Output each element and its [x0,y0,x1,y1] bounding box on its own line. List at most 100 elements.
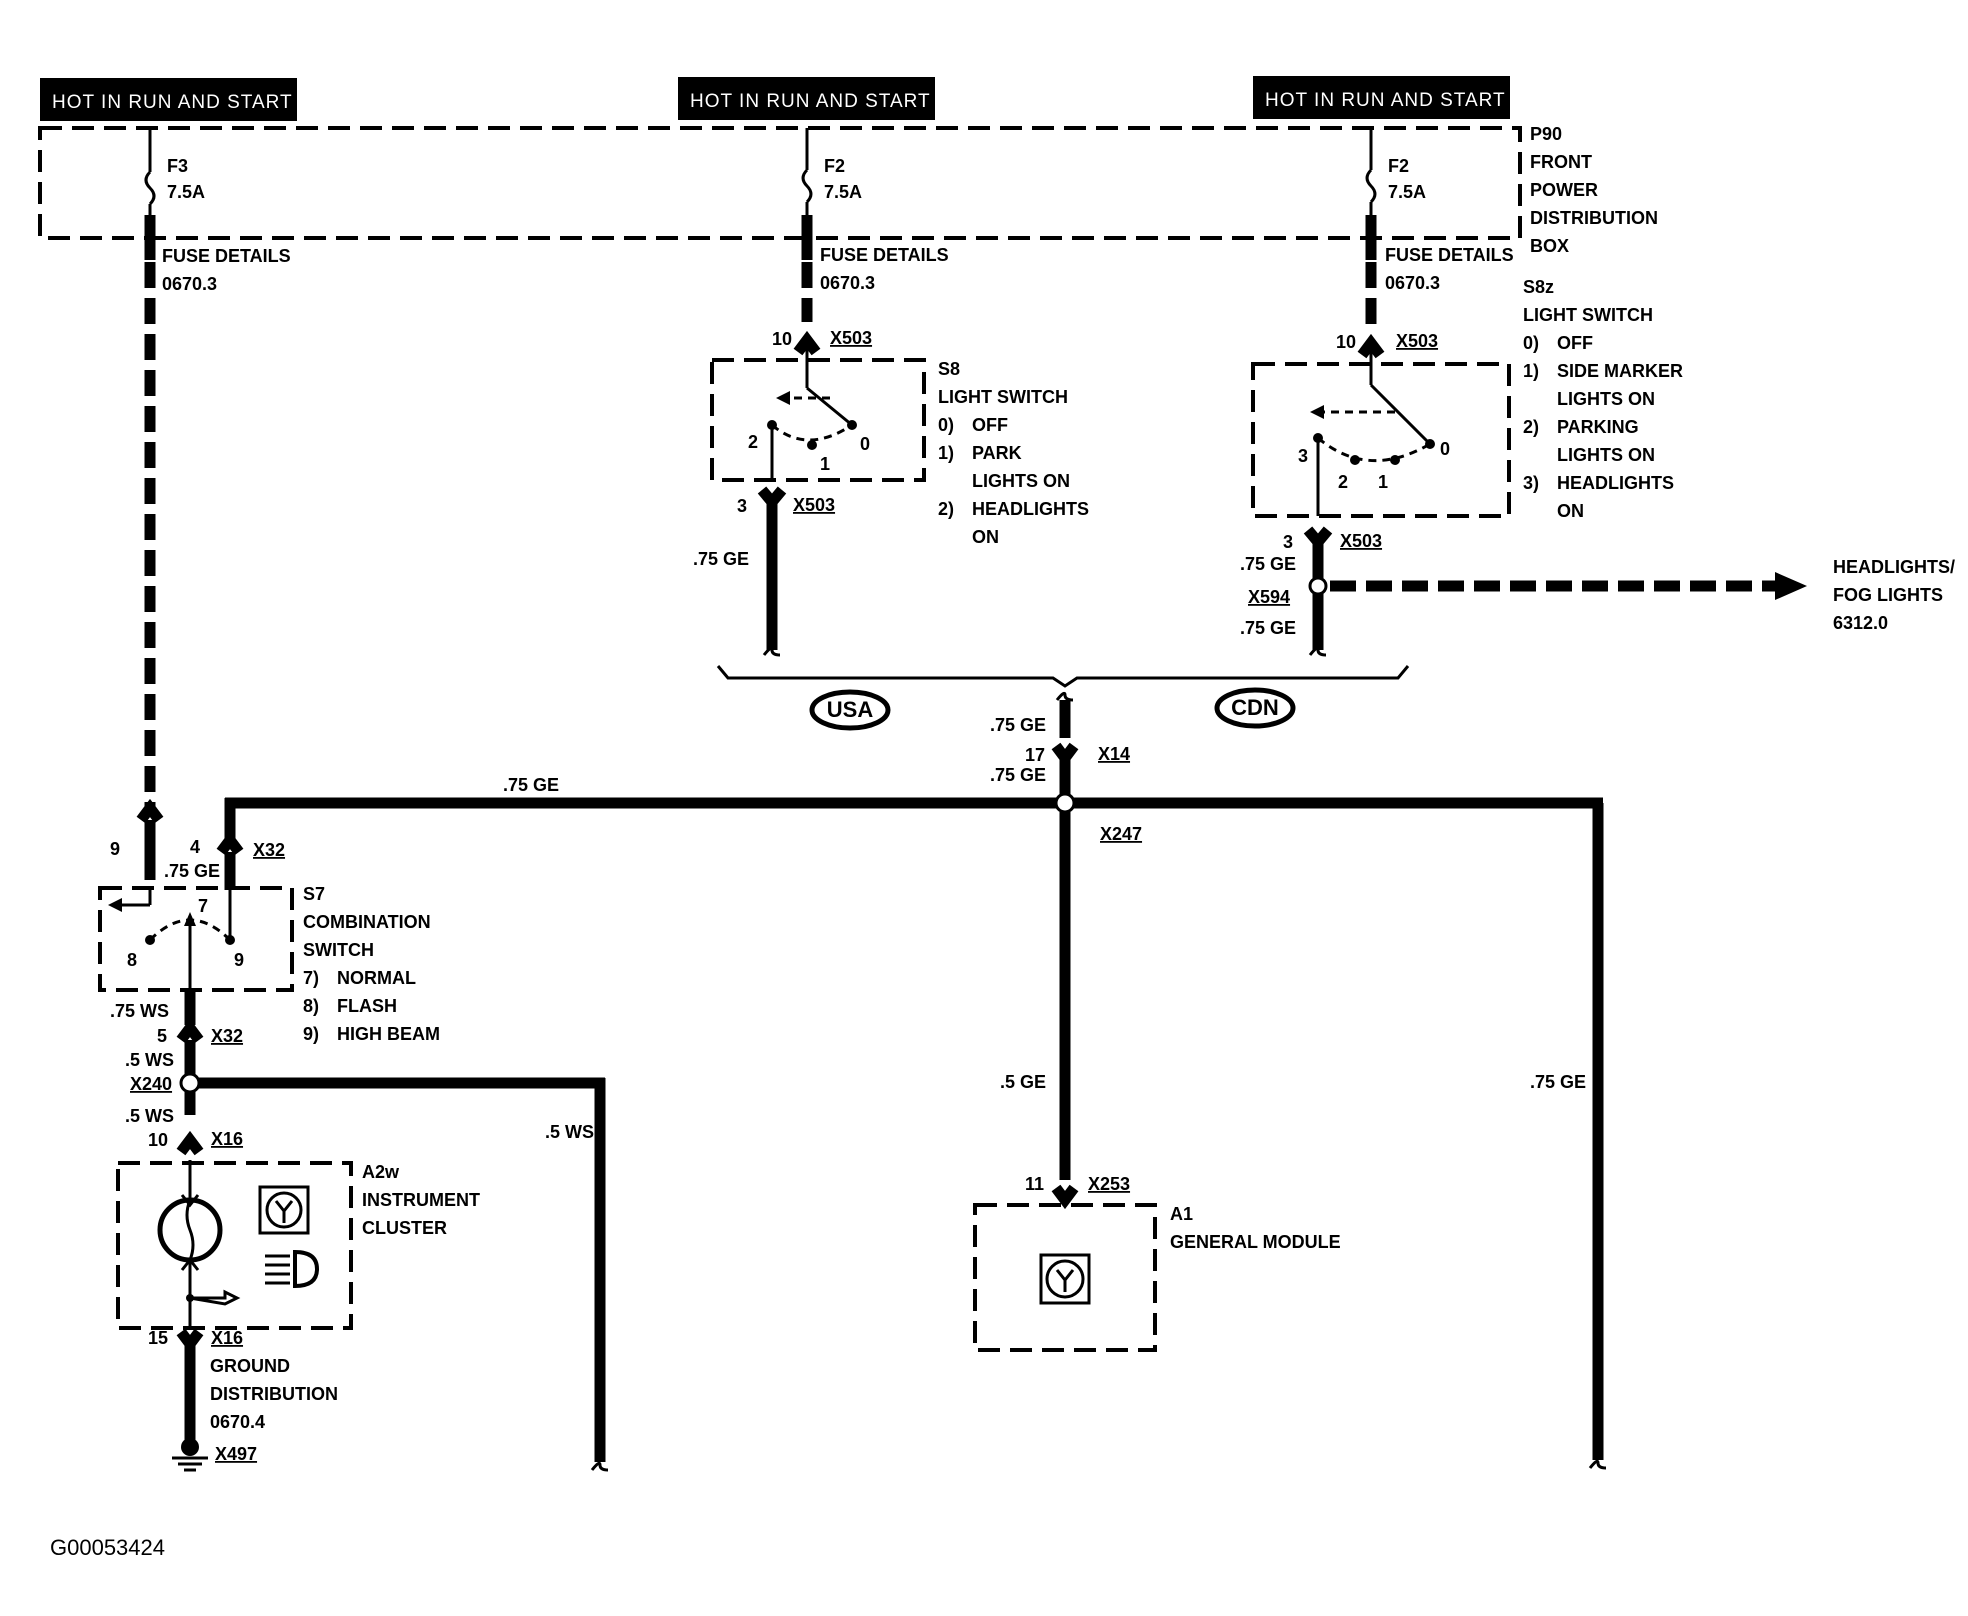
hot-label-right: HOT IN RUN AND START [1253,76,1510,119]
ground-icon [172,1438,208,1472]
headlights-line-1: HEADLIGHTS/ [1833,557,1955,577]
s7-id: S7 [303,884,325,904]
ground-line-1: GROUND [210,1356,290,1376]
s8-contact-1: 1 [820,454,830,474]
s7-conn-top: X32 [253,840,285,860]
fuse-f2-right-name: F2 [1388,156,1409,176]
s8-light-switch: 2 1 0 [710,345,926,482]
x240-wire-bottom: .5 WS [125,1106,174,1126]
s7-positions: 7) NORMAL 8) FLASH 9) HIGH BEAM [303,968,440,1044]
a2w-conn-out: X16 [211,1328,243,1348]
s8z-pin-in: 10 [1336,332,1356,352]
hot-label-center: HOT IN RUN AND START [678,77,935,120]
s8z-pos-num: 2) [1523,417,1539,437]
wire-s8z-end [1308,646,1327,657]
s8z-wire-out: .75 GE [1240,554,1296,574]
s7-combination-switch: 7 8 9 [98,886,294,992]
s8z-light-switch: 3 2 1 0 [1251,350,1511,518]
s8-id: S8 [938,359,960,379]
s8z-pos-num: 0) [1523,333,1539,353]
s8-pos-num: 0) [938,415,954,435]
s8-pos-text: PARK [972,443,1022,463]
s7-pos-text: FLASH [337,996,397,1016]
s8-positions: 0) OFF 1) PARK LIGHTS ON 2) HEADLIGHTS O… [938,415,1089,547]
a2w-id: A2w [362,1162,400,1182]
fuse-f3-name: F3 [167,156,188,176]
s7-pin-left: 9 [110,839,120,859]
region-usa-text: USA [827,697,874,722]
x240-wire-right: .5 WS [545,1122,594,1142]
s7-conn-out: X32 [211,1026,243,1046]
s8-conn-out: X503 [793,495,835,515]
a1-general-module [973,1203,1157,1352]
a2w-line-2: CLUSTER [362,1218,447,1238]
s8z-contact-1: 1 [1378,472,1388,492]
s8z-pin-out: 3 [1283,532,1293,552]
s7-line-2: SWITCH [303,940,374,960]
connector-x503-s8-in [793,330,821,356]
a1-title: GENERAL MODULE [1170,1232,1341,1252]
fuse-f2-center: F2 7.5A FUSE DETAILS 0670.3 [801,128,949,293]
s8-pos-num: 1) [938,443,954,463]
fuse-f2-right: F2 7.5A FUSE DETAILS 0670.3 [1365,128,1514,293]
s8-title: LIGHT SWITCH [938,387,1068,407]
s7-contact-9: 9 [234,950,244,970]
splice-x240 [179,1072,201,1094]
s8-pos-num: 2) [938,499,954,519]
fuse-f2-center-name: F2 [824,156,845,176]
fuse-f3-details: FUSE DETAILS [162,246,291,266]
ground-line-3: 0670.4 [210,1412,265,1432]
s8z-id: S8z [1523,277,1554,297]
x14-wire-top: .75 GE [990,715,1046,735]
headlights-line-2: FOG LIGHTS [1833,585,1943,605]
figure-id: G00053424 [50,1535,165,1560]
s7-pin-out: 5 [157,1026,167,1046]
s8-pos-text: HEADLIGHTS [972,499,1089,519]
a1-pin: 11 [1025,1174,1044,1194]
fuse-f2-center-rating: 7.5A [824,182,862,202]
region-bracket [716,665,1410,688]
wire-s8-end [762,646,781,657]
fuse-f2-right-ref: 0670.3 [1385,273,1440,293]
fuse-f3-rating: 7.5A [167,182,205,202]
s8z-pos-num: 3) [1523,473,1539,493]
s7-pos-num: 7) [303,968,319,988]
a2w-line-1: INSTRUMENT [362,1190,480,1210]
s8z-conn-out: X503 [1340,531,1382,551]
fuse-f2-right-rating: 7.5A [1388,182,1426,202]
wire-right-end [1588,1459,1607,1470]
region-cdn: CDN [1214,687,1296,729]
power-box-line-3: DISTRIBUTION [1530,208,1658,228]
s8z-title: LIGHT SWITCH [1523,305,1653,325]
s7-wire-in: .75 GE [164,861,220,881]
s8z-pos-text: HEADLIGHTS [1557,473,1674,493]
cluster-module-icon [265,1191,303,1229]
s8-pin-in: 10 [772,329,792,349]
a2w-conn-in: X16 [211,1129,243,1149]
a2w-pin-in: 10 [148,1130,168,1150]
s8z-contact-2: 2 [1338,472,1348,492]
x14-wire-bottom: .75 GE [990,765,1046,785]
fuse-f2-center-details: FUSE DETAILS [820,245,949,265]
s8z-pos-num: 1) [1523,361,1539,381]
arrow-headlights-icon [1775,572,1807,600]
s8z-pos-text: LIGHTS ON [1557,445,1655,465]
fuse-f2-center-ref: 0670.3 [820,273,875,293]
hot-label-right-text: HOT IN RUN AND START [1265,90,1506,111]
module-icon [1045,1259,1085,1299]
fuse-f2-right-details: FUSE DETAILS [1385,245,1514,265]
wire-x240-end [590,1461,609,1472]
x247-wire-down: .5 GE [1000,1072,1046,1092]
a2w-pin-out: 15 [148,1328,168,1348]
connector-x32-pin4 [216,830,244,856]
wire-x14-start [1055,691,1074,702]
connector-x253 [1051,1184,1079,1210]
s8-pos-text: OFF [972,415,1008,435]
s8-conn-in: X503 [830,328,872,348]
high-beam-icon [265,1249,320,1289]
hot-label-left: HOT IN RUN AND START [40,78,297,121]
hot-label-left-text: HOT IN RUN AND START [52,92,293,113]
a1-id: A1 [1170,1204,1193,1224]
power-box-id: P90 [1530,124,1562,144]
